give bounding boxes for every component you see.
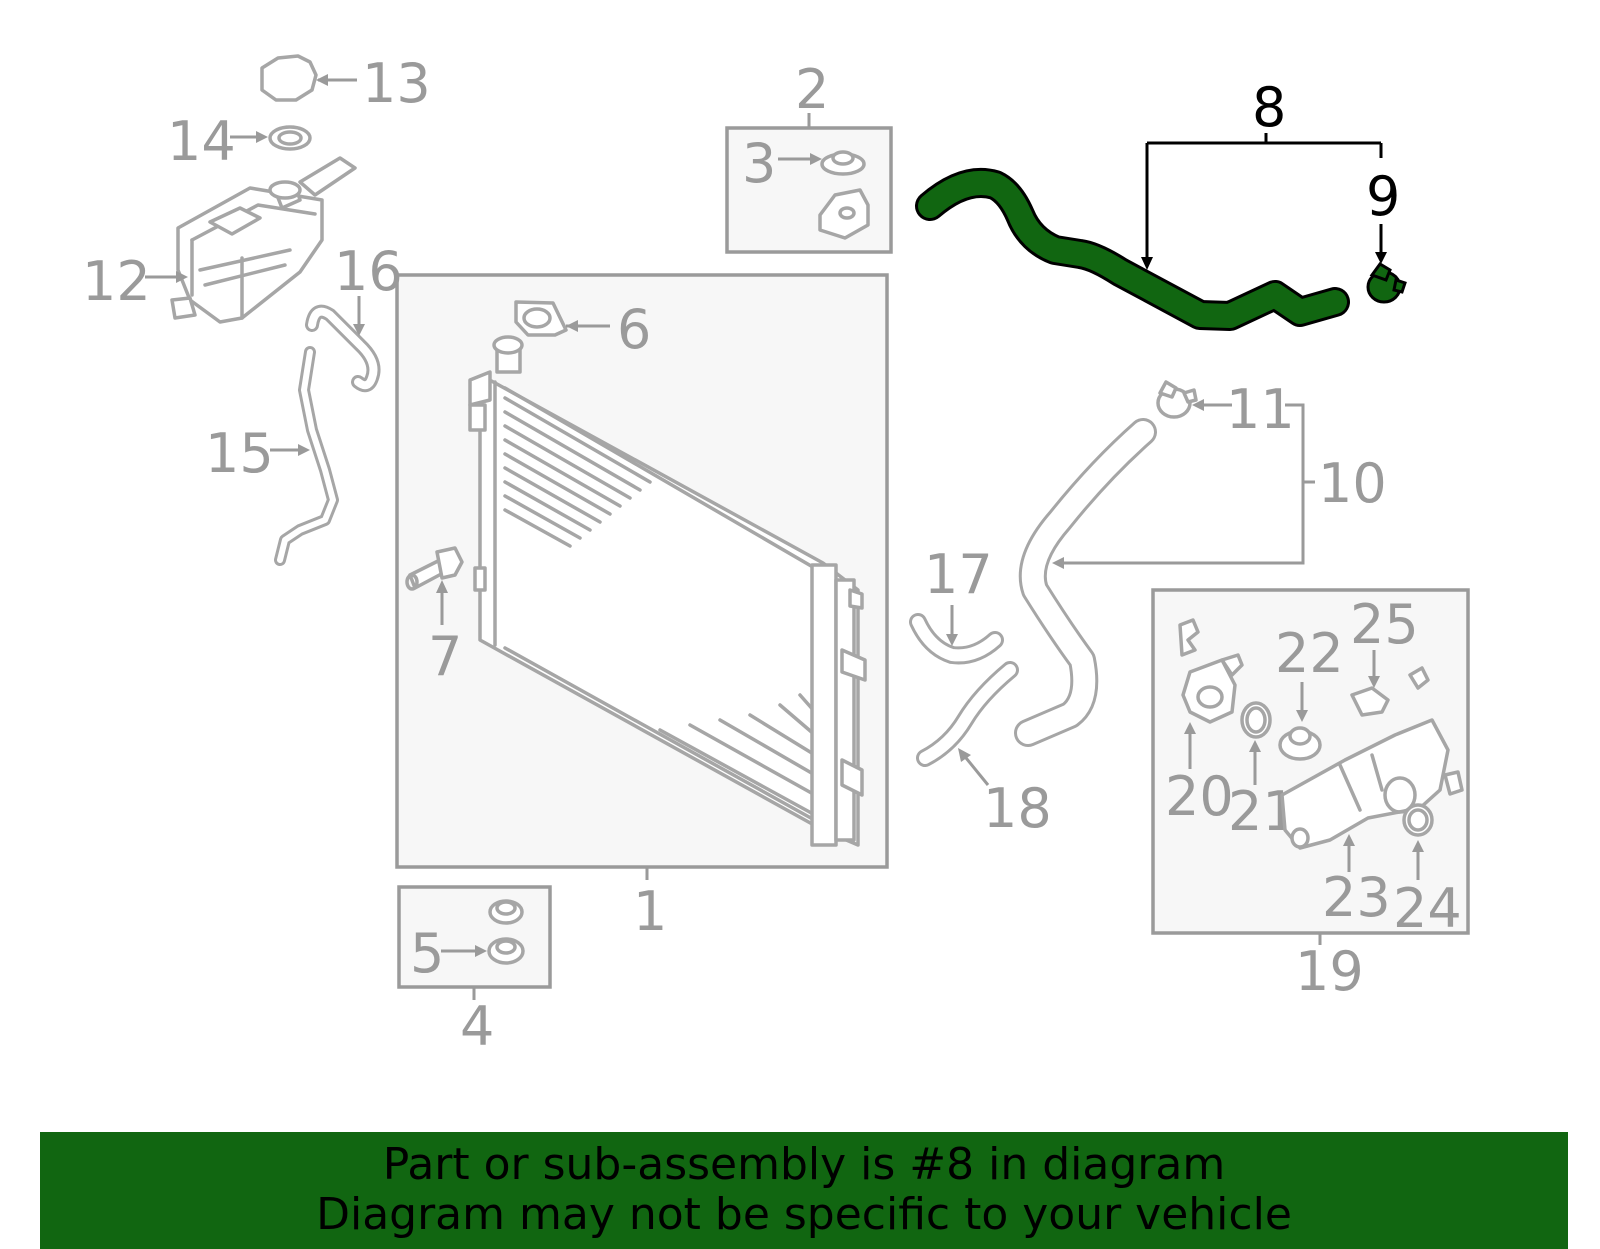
part-13-cap[interactable] [260, 54, 318, 102]
part-23-thermostat-housing[interactable] [1280, 718, 1464, 850]
parts-diagram: 1 6 7 2 3 4 5 13 [82, 52, 1470, 1058]
radiator-part[interactable] [468, 335, 867, 847]
callout-17: 17 [924, 543, 993, 606]
callout-9: 9 [1366, 165, 1400, 228]
part-14-seal[interactable] [268, 125, 312, 151]
mount-group-box [725, 126, 893, 254]
callout-13: 13 [362, 52, 431, 115]
callout-19: 19 [1295, 940, 1364, 1003]
callout-14: 14 [167, 110, 236, 173]
part-12-reservoir[interactable] [170, 156, 357, 324]
callout-20: 20 [1165, 765, 1234, 828]
part-20-housing-cover[interactable] [1181, 653, 1244, 724]
callout-3: 3 [742, 132, 776, 195]
callout-7: 7 [428, 625, 462, 688]
banner-line-disclaimer: Diagram may not be specific to your vehi… [316, 1189, 1292, 1240]
callout-24: 24 [1393, 877, 1462, 940]
part-22-thermostat[interactable] [1278, 726, 1322, 761]
callout-1: 1 [633, 880, 667, 943]
callout-23: 23 [1322, 866, 1391, 929]
callout-10: 10 [1318, 452, 1387, 515]
mount-lower-group-box [397, 885, 552, 989]
callout-16: 16 [334, 240, 403, 303]
callout-11: 11 [1226, 378, 1295, 441]
callout-2: 2 [795, 58, 829, 121]
callout-22: 22 [1275, 622, 1344, 685]
part-5-insulator[interactable] [487, 899, 525, 965]
part-11-clamp[interactable] [1156, 380, 1198, 419]
callout-5: 5 [410, 922, 444, 985]
part-bracket-clip[interactable] [1178, 618, 1200, 657]
part-7-bolt[interactable] [405, 546, 464, 591]
part-25-sensor[interactable] [1350, 666, 1430, 717]
callout-12: 12 [82, 250, 151, 313]
callout-4: 4 [460, 995, 494, 1058]
part-21-gasket[interactable] [1240, 701, 1272, 739]
part-3-insulator[interactable] [820, 150, 866, 176]
callout-6: 6 [617, 298, 651, 361]
bracket-part[interactable] [818, 188, 870, 240]
part-6-gasket[interactable] [514, 300, 568, 337]
part-24-gasket[interactable] [1402, 803, 1434, 837]
info-banner: Part or sub-assembly is #8 in diagram Di… [40, 1132, 1568, 1249]
part-9-clamp[interactable] [1366, 262, 1407, 304]
callout-8: 8 [1252, 76, 1286, 139]
callout-18: 18 [983, 777, 1052, 840]
callout-25: 25 [1350, 593, 1419, 656]
banner-line-part: Part or sub-assembly is #8 in diagram [382, 1139, 1226, 1190]
callout-15: 15 [205, 422, 274, 485]
